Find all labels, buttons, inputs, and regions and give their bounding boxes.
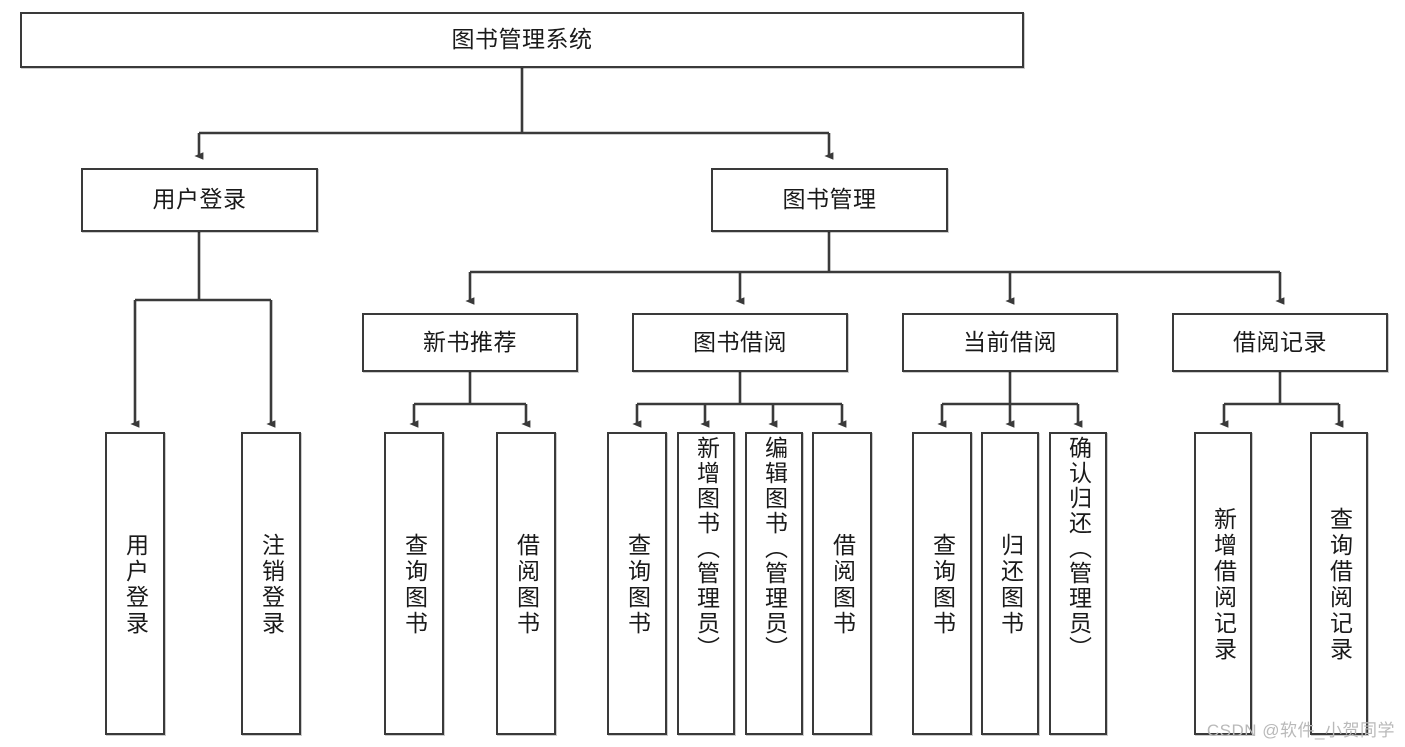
node-book-borrow[interactable]: 图书借阅 [632,313,848,372]
node-user-login-label: 用户登录 [152,186,247,213]
watermark: CSDN @软件_小贺同学 [1206,721,1395,740]
node-leaf-add-book-label: 新增图书（管理员） [693,436,720,661]
node-leaf-user-login-label: 用户登录 [122,532,149,637]
node-leaf-add-record-label: 新增借阅记录 [1210,506,1237,663]
node-book-manage[interactable]: 图书管理 [711,168,948,232]
node-leaf-return-book-label: 归还图书 [997,532,1024,637]
node-leaf-borrow-book-1-label: 借阅图书 [513,532,540,637]
node-leaf-confirm-return-label: 确认归还（管理员） [1065,436,1092,661]
node-leaf-query-book-1[interactable]: 查询图书 [384,432,444,735]
node-leaf-confirm-return[interactable]: 确认归还（管理员） [1049,432,1107,735]
node-leaf-query-book-2[interactable]: 查询图书 [607,432,667,735]
node-new-book-rec[interactable]: 新书推荐 [362,313,578,372]
node-leaf-query-book-1-label: 查询图书 [401,532,428,637]
node-leaf-query-book-2-label: 查询图书 [624,532,651,637]
node-leaf-borrow-book-1[interactable]: 借阅图书 [496,432,556,735]
node-borrow-record[interactable]: 借阅记录 [1172,313,1388,372]
node-new-book-rec-label: 新书推荐 [423,328,517,355]
node-leaf-logout[interactable]: 注销登录 [241,432,301,735]
node-leaf-logout-label: 注销登录 [258,532,285,637]
node-borrow-record-label: 借阅记录 [1233,328,1327,355]
node-leaf-user-login[interactable]: 用户登录 [105,432,165,735]
node-leaf-edit-book[interactable]: 编辑图书（管理员） [745,432,803,735]
node-leaf-query-book-3-label: 查询图书 [929,532,956,637]
node-current-borrow-label: 当前借阅 [963,328,1057,355]
node-book-borrow-label: 图书借阅 [693,328,787,355]
node-leaf-query-record[interactable]: 查询借阅记录 [1310,432,1368,735]
node-leaf-add-record[interactable]: 新增借阅记录 [1194,432,1252,735]
node-user-login[interactable]: 用户登录 [81,168,318,232]
node-root-label: 图书管理系统 [451,26,593,53]
node-leaf-edit-book-label: 编辑图书（管理员） [761,436,788,661]
node-leaf-borrow-book-2-label: 借阅图书 [829,532,856,637]
node-leaf-query-book-3[interactable]: 查询图书 [912,432,972,735]
node-leaf-return-book[interactable]: 归还图书 [981,432,1039,735]
node-book-manage-label: 图书管理 [782,186,877,213]
node-leaf-add-book[interactable]: 新增图书（管理员） [677,432,735,735]
node-current-borrow[interactable]: 当前借阅 [902,313,1118,372]
node-root[interactable]: 图书管理系统 [20,12,1024,68]
node-leaf-borrow-book-2[interactable]: 借阅图书 [812,432,872,735]
node-leaf-query-record-label: 查询借阅记录 [1326,506,1353,663]
